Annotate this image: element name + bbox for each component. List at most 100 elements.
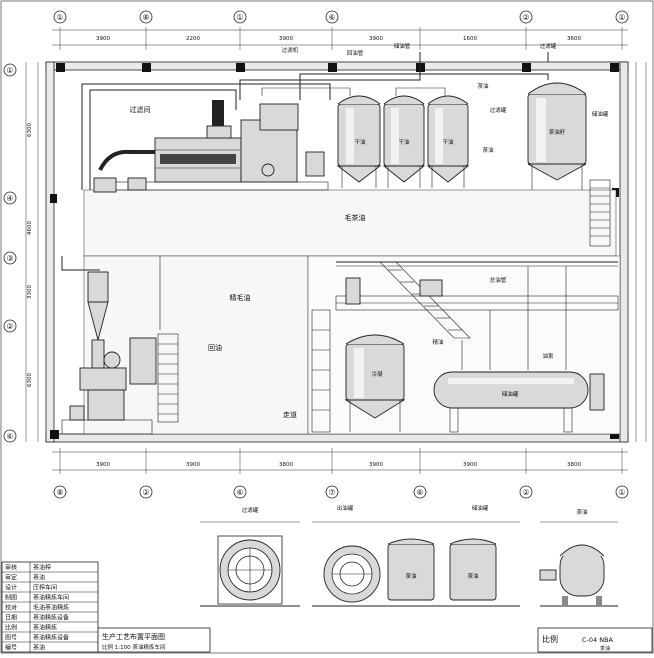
pipe-network-top	[81, 52, 549, 190]
label-walkway: 走道	[283, 410, 297, 419]
grid-top-2: ⑧	[142, 13, 149, 22]
grid-bottom-2: ②	[142, 488, 149, 497]
right-code: C-04 NBA	[582, 636, 614, 644]
label-hall: 毛茶油	[345, 213, 366, 222]
grid-bottom-3: ⑥	[236, 488, 243, 497]
dim-bottom-6: 3800	[567, 462, 581, 468]
grid-bottom-5: ⑥	[416, 488, 423, 497]
dim-bottom-2: 3900	[186, 462, 200, 468]
label-sub4: 总油管	[490, 276, 507, 284]
grid-bottom-1: ⑧	[56, 488, 63, 497]
elev-1-label: 过滤罐	[242, 506, 259, 514]
label-top1: 过滤机	[282, 46, 299, 54]
label-top2: 回油管	[347, 49, 364, 57]
title-row-key: 日期	[5, 614, 17, 622]
dim-top-7: 3600	[567, 36, 581, 42]
right-label: 比例	[542, 634, 558, 644]
title-row-value: 压榨车间	[33, 584, 57, 592]
title-row-value: 茶油精炼	[33, 624, 57, 632]
label-tea-oil: 茶油	[482, 146, 494, 154]
vertical-tank-3: 干油	[426, 95, 470, 188]
elev-tank-1-label: 茶油	[405, 572, 417, 580]
dim-bottom-5: 3900	[463, 462, 477, 468]
dim-top-5: 1600	[463, 36, 477, 42]
vertical-tank-2: 干油	[382, 95, 426, 188]
elev-2-label: 出油罐	[337, 504, 354, 512]
dim-left-1: 6300	[27, 123, 33, 137]
title-block-rows: 审核茶油榨审定茶油设计压榨车间制图茶油精炼车间校对毛油茶油精炼日期茶油精炼设备比…	[2, 564, 98, 652]
dim-top-3: 3900	[279, 36, 293, 42]
grid-bottom-7: ①	[618, 488, 625, 497]
right-sub: 茶油	[600, 645, 610, 652]
dim-top-1: 3900	[96, 36, 110, 42]
condenser-label: 冷凝	[371, 370, 383, 378]
ladder-mid	[311, 309, 331, 433]
horizontal-tank-label: 储油罐	[502, 390, 519, 398]
grid-top-1: ①	[56, 13, 63, 22]
dimensions-top: 3900 2200 3900 3900 1600 3600	[52, 27, 628, 50]
label-top3: 储油管	[394, 42, 411, 50]
title-row-key: 审核	[5, 564, 17, 572]
dim-left-3: 3300	[27, 285, 33, 299]
title-row-key: 编号	[5, 644, 17, 652]
stairs-right-top	[589, 179, 611, 247]
filter-press-machine	[93, 100, 329, 193]
condenser-vessel: 冷凝	[344, 334, 406, 432]
grid-left-5: ⑥	[6, 432, 13, 441]
label-right-lbl: 茶油	[477, 82, 489, 90]
vertical-tank-group: 干油 干油 干油 茶油籽	[336, 82, 587, 190]
title-row-key: 审定	[5, 574, 17, 582]
dimensions-bottom: 3900 3900 3800 3900 3900 3800	[52, 448, 628, 474]
label-filter-room: 过滤间	[130, 105, 151, 114]
label-top4: 过滤罐	[540, 42, 557, 50]
label-oil: 精油	[432, 338, 444, 346]
horizontal-storage-tank: 储油罐	[433, 371, 605, 433]
title-row-key: 比例	[5, 624, 17, 632]
elev-tank-2-label: 茶油	[467, 572, 479, 580]
tank-3-label: 干油	[442, 138, 454, 146]
title-row-key: 校对	[5, 604, 17, 612]
dim-top-2: 2200	[186, 36, 200, 42]
elev-mark: 茶油	[576, 508, 588, 516]
label-right-top: 储油罐	[592, 110, 609, 118]
grid-axis-right	[635, 62, 647, 442]
tank-1-label: 干油	[354, 138, 366, 146]
grid-axis-left: ① ④ ③ ② ⑥ 6300 4600 3300 6300	[3, 62, 39, 443]
title-row-value: 茶油精炼车间	[33, 594, 69, 602]
tank-2-label: 干油	[398, 138, 410, 146]
dim-top-4: 3900	[369, 36, 383, 42]
dim-bottom-4: 3900	[369, 462, 383, 468]
title-row-key: 制图	[5, 594, 17, 602]
grid-left-2: ④	[6, 194, 13, 203]
grid-left-3: ③	[6, 254, 13, 263]
label-refine-room: 精毛油	[230, 293, 251, 302]
label-yard: 回油	[208, 343, 222, 352]
large-tank-label: 茶油籽	[549, 128, 566, 136]
refinery-platform: 总油管 精油 油泵	[335, 261, 619, 370]
cyclone-tower	[61, 256, 157, 435]
large-storage-tank: 茶油籽	[527, 82, 587, 190]
grid-top-3: ①	[236, 13, 243, 22]
elevation-view-3: 茶油	[539, 508, 618, 607]
grid-axis-top: ① ⑧ ① ⑥ ② ①	[53, 10, 629, 24]
grid-top-4: ⑥	[328, 13, 335, 22]
label-pump: 油泵	[542, 352, 554, 360]
title-row-value: 茶油	[33, 574, 45, 582]
title-row-value: 茶油	[33, 644, 45, 652]
title-row-value: 毛油茶油精炼	[33, 604, 69, 612]
dim-bottom-1: 3900	[96, 462, 110, 468]
grid-left-4: ②	[6, 322, 13, 331]
grid-axis-bottom: ⑧ ② ⑥ ⑦ ⑥ ② ①	[53, 485, 629, 499]
grid-bottom-4: ⑦	[328, 488, 335, 497]
dim-left-4: 6300	[27, 373, 33, 387]
vertical-tank-1: 干油	[336, 95, 382, 188]
elevation-view-2: 茶油 茶油 出油罐 储油罐	[312, 504, 520, 607]
drawing-sub: 比例 1:100 茶油精炼车间	[102, 643, 165, 651]
grid-left-1: ①	[6, 66, 13, 75]
stairs-left-lower	[157, 333, 179, 423]
title-row-key: 设计	[5, 584, 17, 592]
elevation-view-1: 过滤罐	[200, 506, 300, 607]
